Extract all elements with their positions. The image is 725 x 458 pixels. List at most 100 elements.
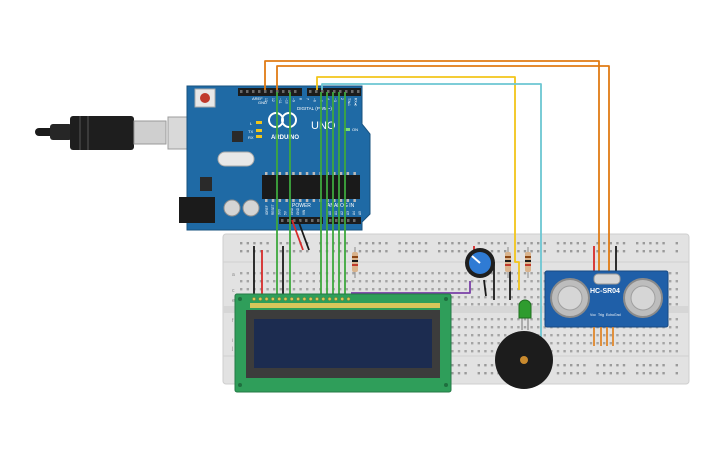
breadboard-hole [240,250,243,253]
led-body [518,299,532,319]
breadboard-hole [477,318,480,321]
breadboard-hole [471,318,474,321]
breadboard-hole [451,288,454,291]
breadboard-hole [299,272,302,275]
breadboard-hole [662,372,665,375]
chip-pin [333,199,336,202]
header-pin [311,219,314,222]
breadboard-hole [246,272,249,275]
aref-label: AREF [252,96,263,101]
breadboard-hole [609,364,612,367]
breadboard-hole [642,350,645,353]
analog-pin-label: A1 [334,211,338,215]
led-on [344,128,350,131]
breadboard-hole [352,280,355,283]
breadboard-hole [339,288,342,291]
breadboard-hole [510,296,513,299]
breadboard-hole [484,372,487,375]
resistor [525,247,531,278]
breadboard-hole [576,242,579,245]
breadboard-hole [279,272,282,275]
breadboard-hole [490,250,494,253]
breadboard-hole [523,318,527,321]
breadboard-hole [457,296,461,299]
breadboard-hole [649,364,652,367]
breadboard-hole [616,342,619,345]
row-label-j: j [231,346,233,352]
crystal-oscillator [217,151,255,167]
breadboard-hole [616,250,619,253]
digital-pin-label: 2 [340,98,344,100]
breadboard-hole [655,342,659,345]
header-pin [357,90,360,93]
breadboard-hole [312,280,315,283]
breadboard-hole [484,334,487,337]
breadboard-hole [662,350,665,353]
breadboard-hole [457,272,461,275]
breadboard-hole [616,364,619,367]
breadboard-hole [240,242,243,245]
header-pin [305,219,308,222]
header-pin [335,219,338,222]
breadboard-hole [662,334,665,337]
breadboard-hole [477,326,480,329]
lcd-pin [264,297,269,301]
breadboard-hole [490,372,494,375]
breadboard-hole [286,272,289,275]
breadboard-hole [675,296,678,299]
breadboard-hole [451,326,454,329]
breadboard-hole [649,342,652,345]
header-pins [240,90,360,222]
breadboard-hole [464,372,467,375]
breadboard-hole [405,288,408,291]
breadboard-hole [424,288,428,291]
breadboard-hole [490,318,494,321]
breadboard-hole [556,334,560,337]
power-pin-label: GND [290,207,294,215]
breadboard-hole [669,342,672,345]
lcd-pin [334,297,338,301]
breadboard-hole [537,288,540,291]
breadboard-hole [523,272,527,275]
breadboard-hole [464,280,467,283]
breadboard-hole [464,272,467,275]
header-pin [287,219,290,222]
lcd-pin-strip [250,303,440,308]
gnd-label: GND [258,100,267,105]
breadboard-hole [570,334,573,337]
breadboard-hole [365,288,368,291]
breadboard-hole [543,242,546,245]
breadboard-hole [583,364,586,367]
breadboard-hole [596,242,599,245]
breadboard-hole [391,280,395,283]
breadboard-hole [306,280,309,283]
breadboard-hole [266,280,269,283]
led-tx [256,129,262,132]
breadboard-hole [312,272,315,275]
breadboard-hole [603,364,606,367]
wire-red-5v [291,219,304,251]
row-label-e: e [232,298,235,304]
breadboard-hole [484,280,487,283]
breadboard-hole [471,296,474,299]
voltage-regulator [200,177,212,191]
breadboard-hole [358,280,362,283]
breadboard-hole [649,334,652,337]
breadboard-hole [517,242,520,245]
breadboard-hole [352,288,355,291]
breadboard-hole [451,296,454,299]
breadboard-hole [497,303,500,306]
breadboard-hole [583,334,586,337]
breadboard-hole [530,288,533,291]
header-pin [246,90,249,93]
breadboard-hole [576,334,579,337]
breadboard-hole [622,342,626,345]
breadboard-hole [405,242,408,245]
lcd-pin [271,297,275,301]
lcd-pin [277,297,282,301]
header-pin [240,90,243,93]
breadboard-hole [636,242,639,245]
breadboard-hole [477,334,480,337]
breadboard-hole [464,326,467,329]
digital-pin-label: ~6 [312,98,316,102]
